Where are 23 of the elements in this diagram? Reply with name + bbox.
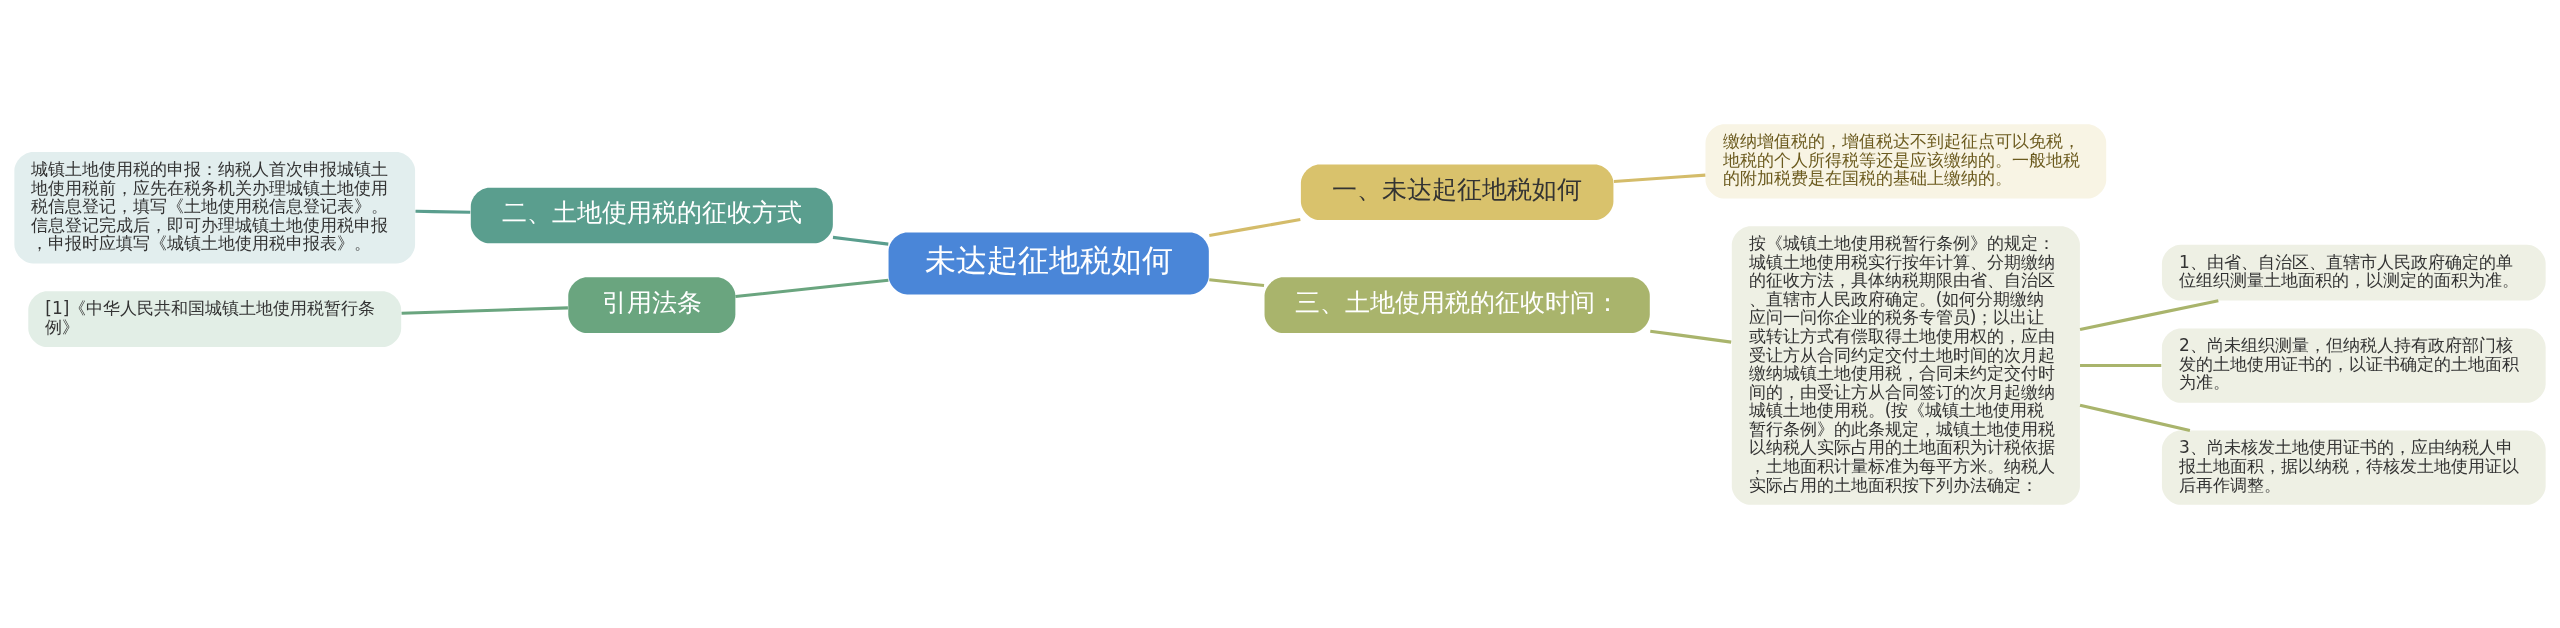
connector [1209, 277, 1265, 287]
connector [1209, 217, 1301, 237]
node-box: 按《城镇土地使用税暂行条例》的规定：城镇土地使用税实行按年计算、分期缴纳的征收方法，具体纳税期限由省、自治区、直辖市人民政府确定。(如何分期缴纳应问一问你企业的税务专管员)；以出让或转让方式有偿取得土地使用权的，应由受让方从合同约定交付土地时间的次月起缴纳城镇土地使用税，合同未约定交付时间的，由受让方从合同签订的次月起缴纳城镇土地使用税。(按《城镇土地使用税暂行条例》的此条规定，城镇土地使用税以纳税人实际占用的土地面积为计税依据，土地面积计量标准为每平方米。纳税人实际占用的土地面积按下列办法确定： [1731, 225, 2080, 505]
node-box: [1]《中华人民共和国城镇土地使用税暂行条例》 [28, 290, 402, 347]
connector [2080, 363, 2162, 367]
connector [735, 278, 889, 298]
node-box: 一、未达起征地税如何 [1300, 163, 1614, 220]
connector [1613, 173, 1706, 183]
node-box: 缴纳增值税的，增值税达不到起征点可以免税，地税的个人所得税等还是应该缴纳的。一般地税的附加税费是在国税的基础上缴纳的。 [1705, 123, 2107, 198]
node-box: 未达起征地税如何 [888, 232, 1209, 294]
node-box: 1、由省、自治区、直辖市人民政府确定的单位组织测量土地面积的，以测定的面积为准。 [2161, 244, 2546, 301]
connector [401, 305, 568, 315]
connector [1650, 329, 1732, 344]
node-box: 引用法条 [568, 276, 736, 333]
node-box: 3、尚未核发土地使用证书的，应由纳税人申报土地面积，据以纳税，待核发土地使用证以后再作调整。 [2161, 430, 2546, 505]
connector [2079, 403, 2191, 432]
connector [415, 209, 471, 214]
node-box: 2、尚未组织测量，但纳税人持有政府部门核发的土地使用证书的，以证书确定的土地面积为准。 [2161, 327, 2546, 403]
connector [2079, 298, 2219, 331]
connector [832, 235, 889, 246]
node-box: 二、土地使用税的征收方式 [470, 187, 833, 243]
node-box: 三、土地使用税的征收时间： [1264, 276, 1650, 333]
node-box: 城镇土地使用税的申报：纳税人首次申报城镇土地使用税前，应先在税务机关办理城镇土地使用税信息登记，填写《土地使用税信息登记表》。信息登记完成后，即可办理城镇土地使用税申报，申报时应填写《城镇土地使用税申报表》。 [14, 151, 416, 263]
